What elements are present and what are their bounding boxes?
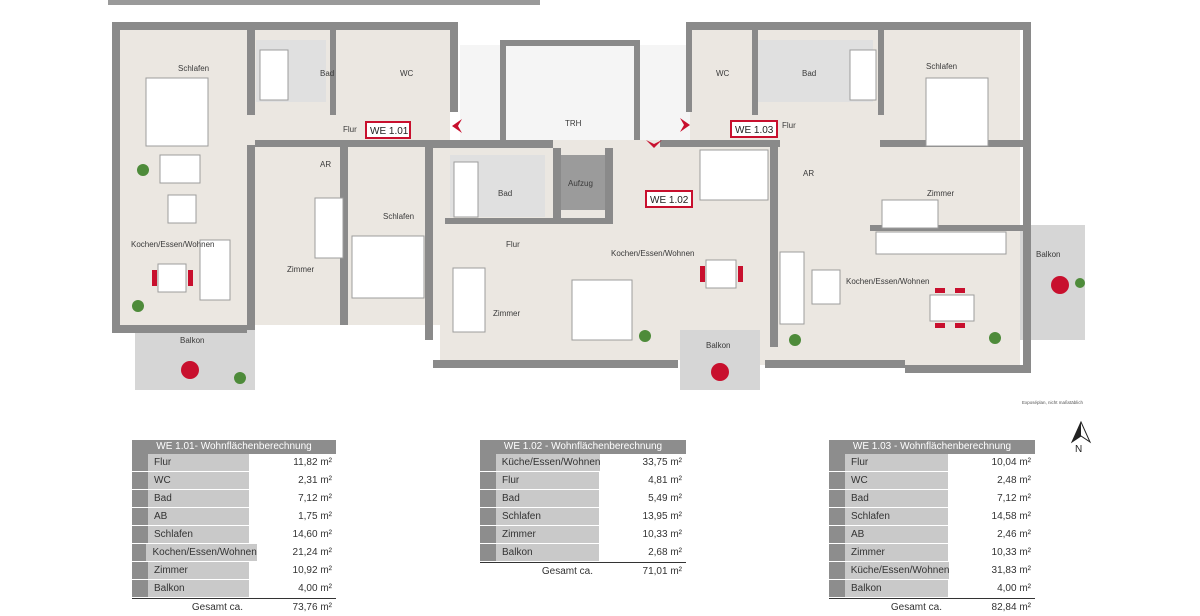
label-bad-left: Bad xyxy=(320,69,334,78)
north-arrow-icon xyxy=(1070,420,1092,444)
unit-tag-we101: WE 1.01 xyxy=(370,126,409,137)
label-flur-mid: Flur xyxy=(506,240,520,249)
room-labels: Schlafen Bad WC Flur AR Kochen/Essen/Woh… xyxy=(131,62,1060,350)
unit-tag-we102: WE 1.02 xyxy=(650,195,689,206)
label-zimmer-right: Zimmer xyxy=(927,189,954,198)
desk-right xyxy=(881,199,939,229)
table-title: WE 1.02 - Wohnflächenberechnung xyxy=(480,440,686,454)
desk-left xyxy=(314,197,344,259)
label-balkon-mid: Balkon xyxy=(706,341,730,350)
table-left xyxy=(167,194,197,224)
label-zimmer-left: Zimmer xyxy=(287,265,314,274)
corridor-arrows xyxy=(452,118,690,148)
bed-mid xyxy=(351,235,425,299)
plants xyxy=(132,164,1085,384)
bathtub-left xyxy=(259,49,289,101)
desk-mid xyxy=(452,267,486,333)
label-ar-right: AR xyxy=(803,169,814,178)
label-kew-left: Kochen/Essen/Wohnen xyxy=(131,240,214,249)
kitchen-left xyxy=(199,239,231,301)
label-schlafen-left: Schlafen xyxy=(178,64,209,73)
label-aufzug: Aufzug xyxy=(568,179,593,188)
arrow-right-icon xyxy=(680,118,690,132)
furniture xyxy=(145,49,1007,341)
kitchen-mid xyxy=(699,149,769,201)
label-flur-left: Flur xyxy=(343,125,357,134)
walls xyxy=(112,22,1031,373)
table-total: Gesamt ca.71,01 m² xyxy=(480,562,686,580)
table-title: WE 1.03 - Wohnflächenberechnung xyxy=(829,440,1035,454)
sofa-right xyxy=(779,251,805,325)
floor-plan: Schlafen Bad WC Flur AR Kochen/Essen/Woh… xyxy=(112,22,1085,390)
label-flur-right: Flur xyxy=(782,121,796,130)
top-bar xyxy=(108,0,540,5)
unit-tag-we103: WE 1.03 xyxy=(735,125,774,136)
sofa-left xyxy=(159,154,201,184)
label-trh: TRH xyxy=(565,119,582,128)
table-right xyxy=(811,269,841,305)
plan-note: Exposéplan, nicht maßstäblich xyxy=(1022,400,1084,405)
label-kew-mid: Kochen/Essen/Wohnen xyxy=(611,249,694,258)
table-total: Gesamt ca.82,84 m² xyxy=(829,598,1035,616)
label-wc-right: WC xyxy=(716,69,730,78)
table-title: WE 1.01- Wohnflächenberechnung xyxy=(132,440,336,454)
label-kew-right: Kochen/Essen/Wohnen xyxy=(846,277,929,286)
label-balkon-left: Balkon xyxy=(180,336,204,345)
label-wc-left: WC xyxy=(400,69,414,78)
bed-right xyxy=(925,77,989,147)
kitchen-right xyxy=(875,231,1007,255)
bathtub-right xyxy=(849,49,877,101)
label-zimmer-mid: Zimmer xyxy=(493,309,520,318)
label-schlafen-right: Schlafen xyxy=(926,62,957,71)
label-bad-mid: Bad xyxy=(498,189,512,198)
table-total: Gesamt ca.73,76 m² xyxy=(132,598,336,616)
label-ar-left: AR xyxy=(320,160,331,169)
sofa-mid xyxy=(571,279,633,341)
label-balkon-right: Balkon xyxy=(1036,250,1060,259)
unit-tags: WE 1.01 WE 1.02 WE 1.03 xyxy=(365,120,778,208)
label-bad-right: Bad xyxy=(802,69,816,78)
arrow-left-icon xyxy=(452,119,462,133)
bed-left xyxy=(145,77,209,147)
area-table-we102: WE 1.02 - Wohnflächenberechnung Küche/Es… xyxy=(480,440,686,580)
arrow-down-icon xyxy=(646,140,662,148)
label-schlafen-mid: Schlafen xyxy=(383,212,414,221)
dining-sets xyxy=(152,259,1069,381)
bathtub-mid xyxy=(453,161,479,218)
north-label: N xyxy=(1075,444,1083,455)
